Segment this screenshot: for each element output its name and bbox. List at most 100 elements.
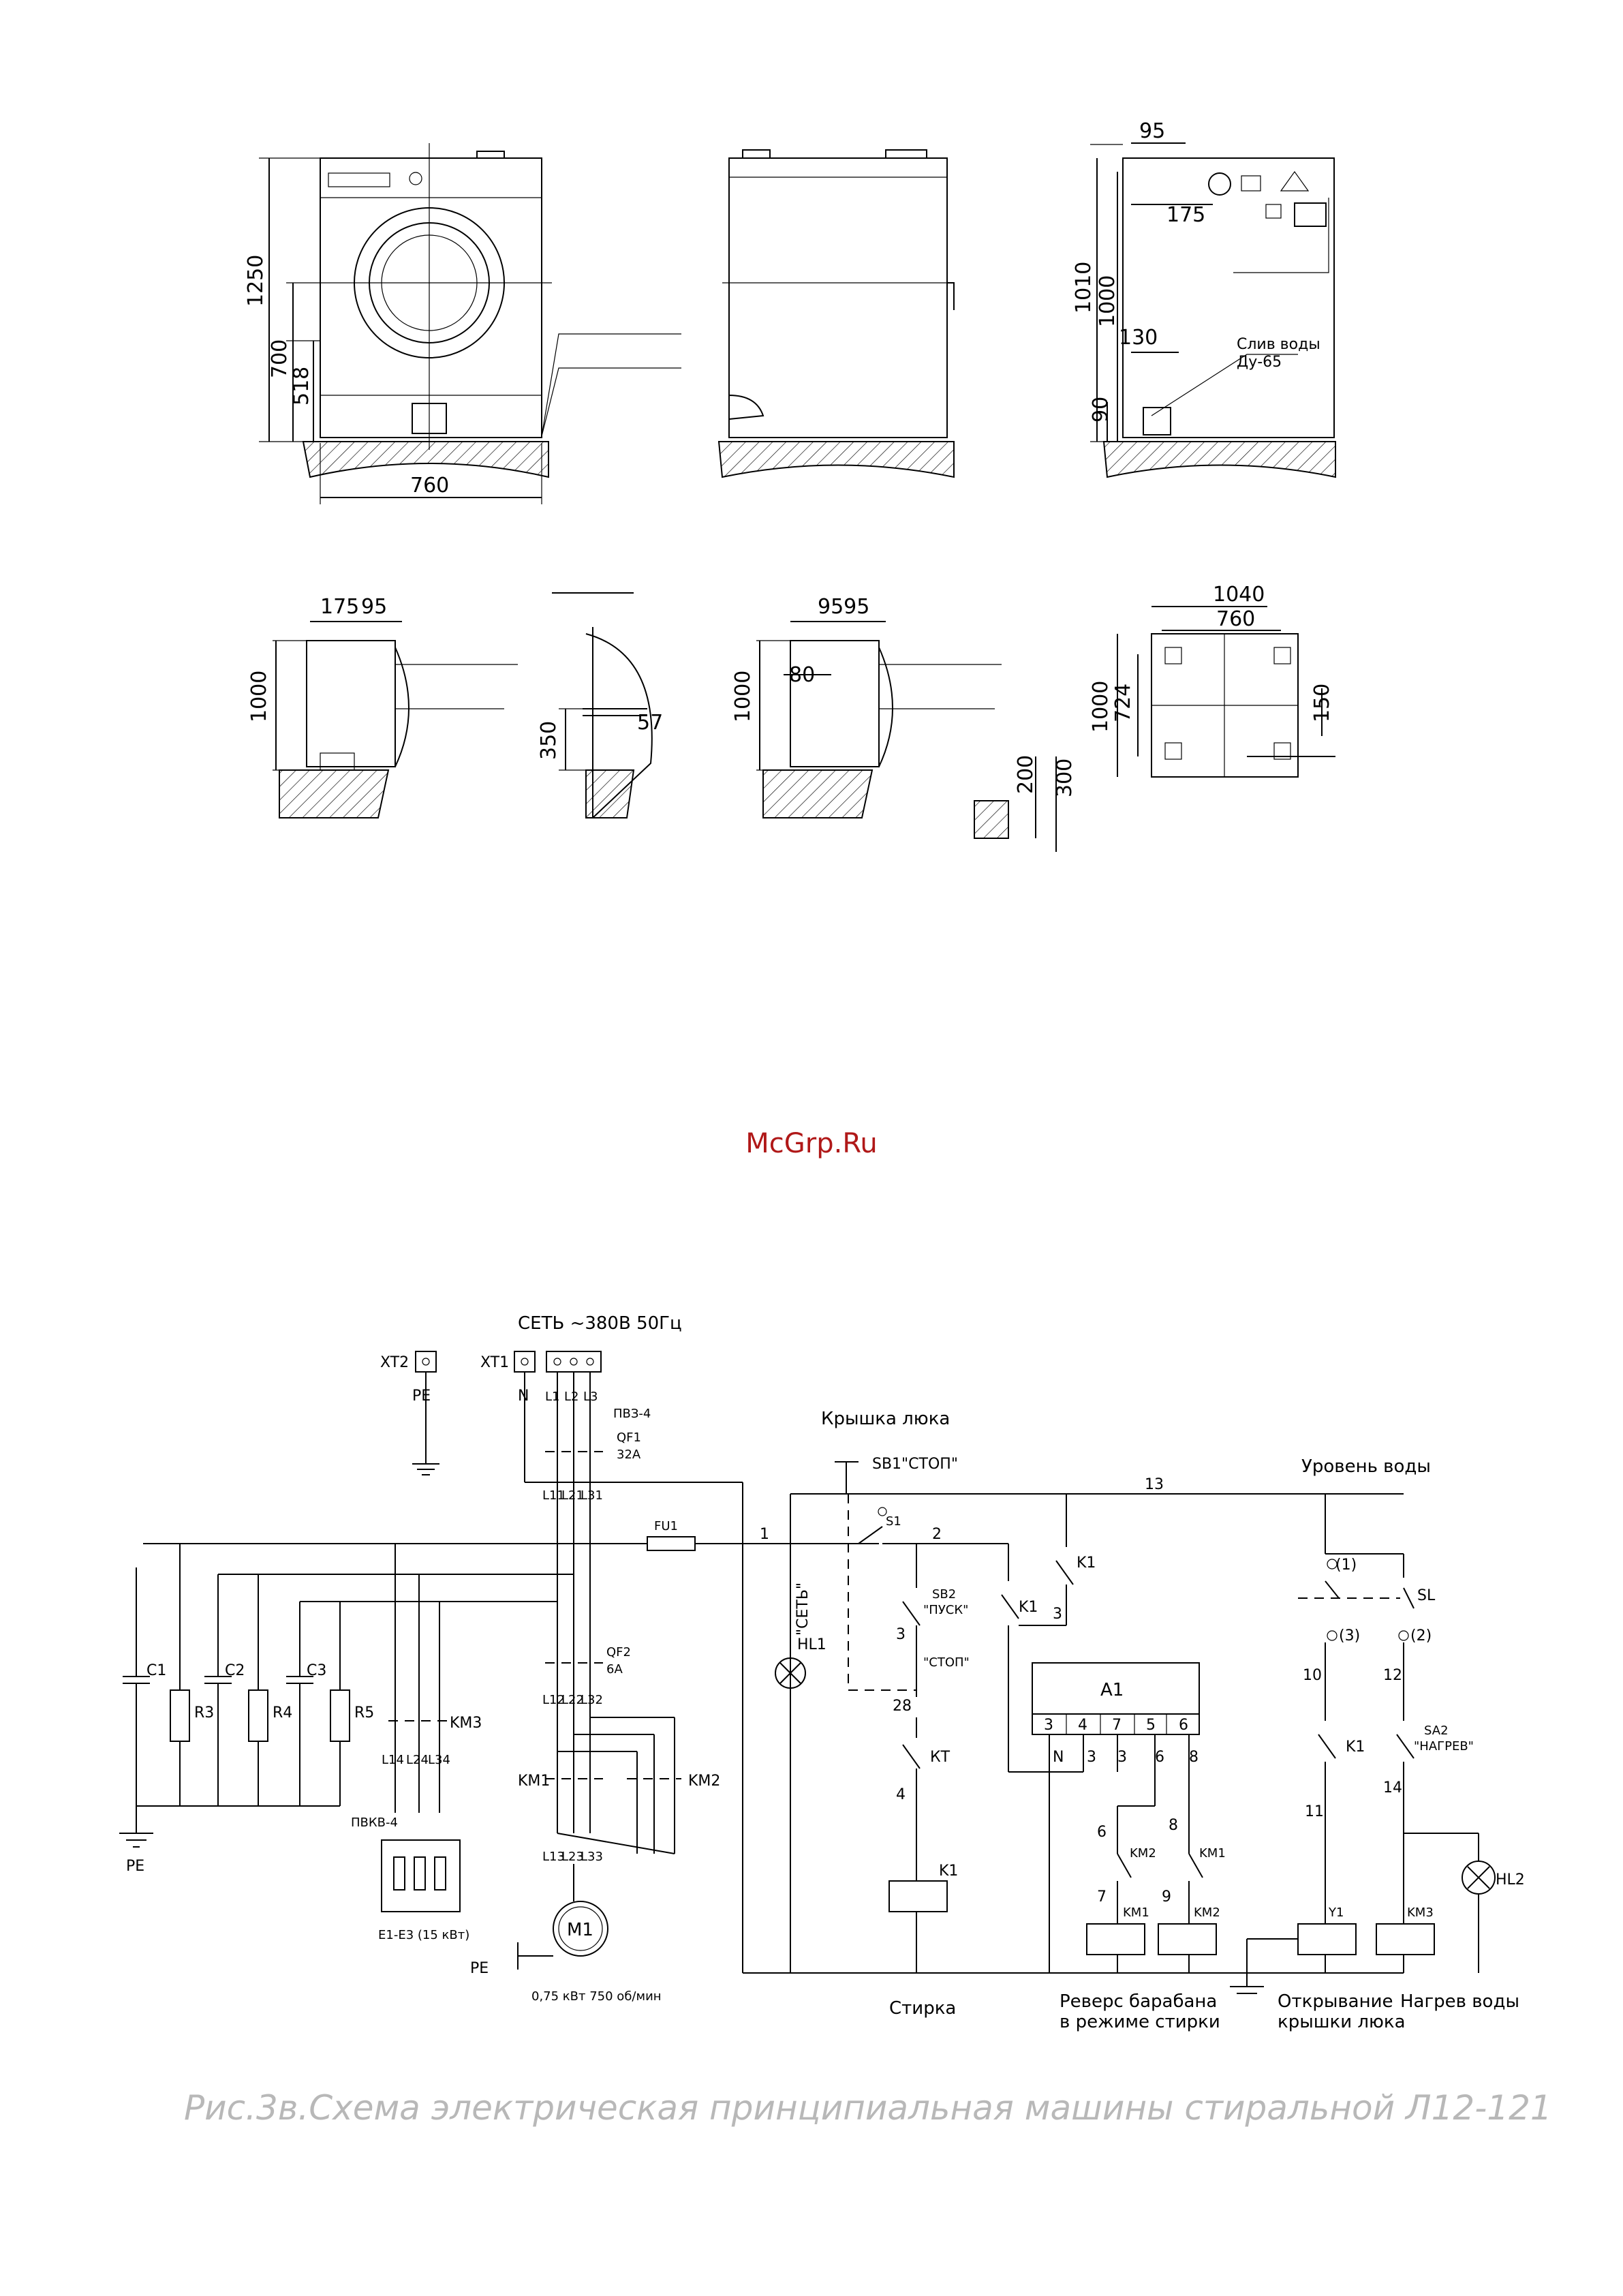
install-detail-c: 9595 80 1000 200 300 (731, 595, 1077, 852)
electrical-schematic: СЕТЬ ~380В 50Гц XT2 PE XT1 N L1 L2 L3 ПВ… (119, 1313, 1552, 2128)
heater-block (381, 1839, 461, 1912)
fu1-label: FU1 (654, 1519, 678, 1533)
hl1-label: HL1 (797, 1636, 826, 1653)
resistor-r4 (248, 1689, 268, 1742)
wire-28: 28 (893, 1698, 912, 1715)
rear-dim-95: 95 (1139, 119, 1165, 143)
res-r3-label: R3 (194, 1704, 214, 1721)
phase-l22: L22 (561, 1693, 584, 1707)
coil-k1-label: K1 (939, 1863, 958, 1880)
terminal-xt1: XT1 (480, 1354, 509, 1371)
wire-4: 4 (896, 1786, 906, 1803)
wire-14: 14 (1383, 1779, 1402, 1796)
motor-symbol (553, 1901, 608, 1957)
coil-km3-label: KM3 (1407, 1905, 1434, 1920)
cap-c2-label: C2 (225, 1662, 245, 1679)
cap-c3-label: C3 (307, 1662, 326, 1679)
plan-dim-1000: 1000 (1089, 681, 1113, 733)
cable-2: ПВКВ-4 (351, 1816, 398, 1830)
front-dim-700: 700 (268, 339, 292, 378)
resistor-r5 (330, 1689, 350, 1742)
terminal-xt2: XT2 (380, 1354, 409, 1371)
coil-y1-label: Y1 (1328, 1905, 1344, 1920)
sa2-label: SA2 (1424, 1724, 1449, 1738)
a1-pin-4: 4 (1078, 1717, 1087, 1734)
coil-km1-label: KM1 (1123, 1905, 1149, 1920)
a1-label: А1 (1100, 1680, 1124, 1700)
install-c-dim-9595: 9595 (818, 595, 869, 619)
plan-view-drawing: 1040 760 1000 724 150 (1089, 583, 1335, 778)
front-dim-518: 518 (290, 367, 313, 405)
sl-pin-3: (3) (1339, 1627, 1360, 1644)
wire-13: 13 (1145, 1476, 1164, 1493)
phase-l23: L23 (561, 1850, 584, 1864)
hl2-label: HL2 (1496, 1871, 1525, 1888)
front-dim-width: 760 (410, 474, 449, 498)
qf1-label: QF1 (617, 1430, 641, 1445)
watermark[interactable]: McGrp.Ru (745, 1128, 878, 1159)
heaters-label: E1-E3 (15 кВт) (378, 1928, 469, 1942)
a1-out-n: N (1053, 1749, 1064, 1766)
a1-out-3b: 3 (1117, 1749, 1127, 1766)
phase-l31: L31 (581, 1488, 603, 1503)
stop-label: "СТОП" (923, 1655, 970, 1670)
rear-view-drawing: 95 175 1010 1000 130 90 Слив воды Ду-65 (1072, 119, 1336, 478)
net-lamp-label: "СЕТЬ" (794, 1582, 812, 1636)
sl-pin-1: (1) (1335, 1557, 1357, 1574)
install-c-dim-200: 200 (1014, 755, 1038, 794)
func-lid-2: крышки люка (1278, 2012, 1406, 2032)
wire-11: 11 (1305, 1803, 1324, 1820)
func-reverse-1: Реверс барабана (1060, 1991, 1217, 2012)
pe-label-top: PE (412, 1388, 431, 1405)
func-heat: Нагрев воды (1400, 1991, 1519, 2012)
install-detail-b: 350 57 (537, 592, 663, 818)
sl-label: SL (1417, 1587, 1436, 1604)
func-wash: Стирка (889, 1998, 956, 2019)
phase-l1: L1 (545, 1390, 559, 1404)
plan-dim-1040: 1040 (1213, 583, 1265, 607)
motor-label: M1 (567, 1920, 593, 1940)
sb2-name: "ПУСК" (923, 1603, 968, 1617)
coil-y1 (1297, 1923, 1357, 1955)
res-r5-label: R5 (354, 1704, 374, 1721)
phase-l12: L12 (542, 1693, 565, 1707)
k1-lid-label: K1 (1346, 1739, 1365, 1756)
plan-dim-760: 760 (1216, 607, 1255, 631)
phase-l21: L21 (561, 1488, 584, 1503)
water-level-label: Уровень воды (1301, 1456, 1431, 1477)
supply-label: СЕТЬ ~380В 50Гц (518, 1313, 682, 1334)
k1-contact-label: K1 (1019, 1599, 1038, 1616)
k1-hold-label: K1 (1077, 1555, 1096, 1572)
pe-label-left: PE (126, 1858, 144, 1875)
qf1-rating: 32А (617, 1448, 641, 1462)
rear-dim-90: 90 (1089, 397, 1113, 423)
install-a-dim-1000: 1000 (247, 671, 271, 722)
phase-l2: L2 (564, 1390, 578, 1404)
km2-contact-label: KM2 (1130, 1846, 1156, 1861)
coil-km2 (1158, 1923, 1217, 1955)
sb1-label: SB1"СТОП" (872, 1456, 958, 1473)
install-b-dim-57: 57 (637, 711, 663, 735)
a1-pin-5: 5 (1146, 1717, 1156, 1734)
wire-7: 7 (1097, 1888, 1107, 1905)
capacitor-c3 (286, 1602, 313, 1806)
wire-1: 1 (760, 1526, 769, 1543)
install-b-dim-350: 350 (537, 721, 561, 760)
wire-12: 12 (1383, 1667, 1402, 1684)
coil-k1 (888, 1880, 948, 1912)
lamp-hl1 (775, 1657, 806, 1689)
lid-label: Крышка люка (821, 1409, 950, 1429)
coil-km1 (1086, 1923, 1145, 1955)
n-label: N (518, 1388, 529, 1405)
capacitor-c2 (204, 1574, 232, 1806)
side-view-drawing (717, 149, 955, 478)
cap-c1-label: C1 (146, 1662, 166, 1679)
install-a-dim-175: 175 (320, 595, 359, 619)
km1-label: KM1 (518, 1773, 550, 1790)
install-a-dim-95: 95 (361, 595, 387, 619)
wire-3b: 3 (1053, 1606, 1062, 1623)
wire-6: 6 (1097, 1824, 1107, 1841)
km3-label: KM3 (450, 1715, 482, 1732)
cable-1: ПВЗ-4 (613, 1407, 651, 1421)
